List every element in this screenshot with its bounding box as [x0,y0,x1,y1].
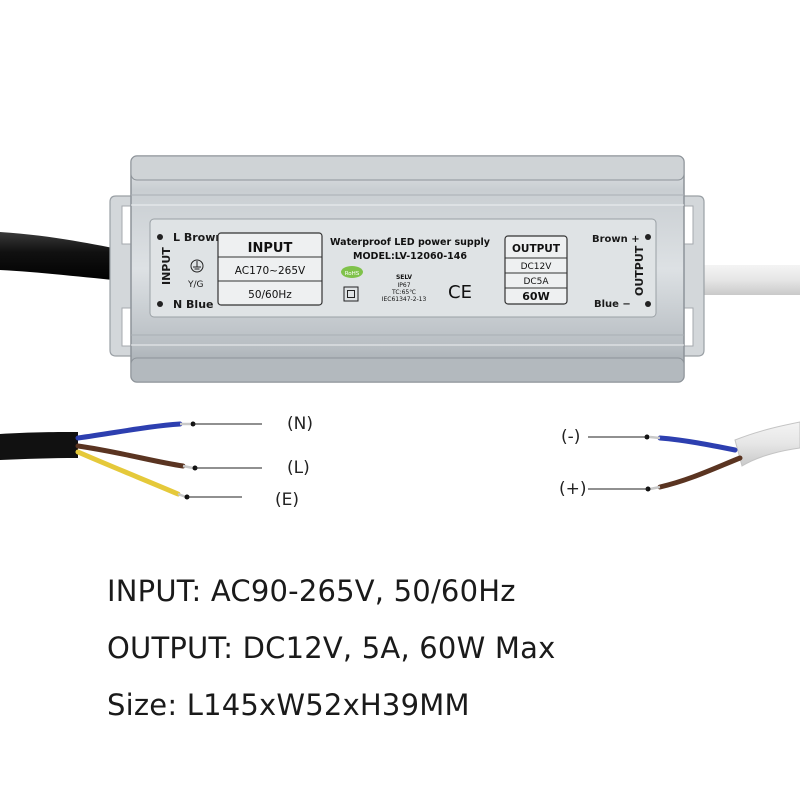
input-box-frequency: 50/60Hz [248,289,292,301]
model-text: MODEL:LV-12060-146 [353,251,467,262]
input-side-text: INPUT [160,247,173,285]
rohs-badge [341,266,363,278]
ground-icon [190,259,204,273]
selv-text: SELV [396,274,412,281]
rohs-text: RoHS [345,271,360,277]
spec-size: Size: L145xW52xH39MM [107,688,470,722]
product-title: Waterproof LED power supply [330,237,491,248]
screw-dot-icon [645,234,651,240]
input-box [217,232,323,306]
double-insulation-icon [343,286,359,302]
output-side-text: OUTPUT [633,245,646,296]
output-box-title: OUTPUT [512,243,561,255]
housing [130,155,685,383]
output-box-power: 60W [522,290,549,303]
l-brown-text: L Brown [173,231,223,244]
output-box-current: DC5A [523,277,549,287]
input-box-voltage: AC170~265V [235,265,306,277]
spec-input: INPUT: AC90-265V, 50/60Hz [107,574,516,608]
output-box-voltage: DC12V [521,262,553,272]
input-cable [0,232,135,282]
power-supply-illustration: INPUT L Brown N Blue Y/G INPUT AC170~265… [0,155,800,500]
ground-text: Y/G [187,280,204,290]
ip-text: IP67 [397,282,410,289]
tc-text: TC:65℃ [391,289,416,296]
wire-label-l: (L) [287,458,310,478]
input-box-title: INPUT [248,241,293,256]
screw-dot-icon [157,301,163,307]
spec-output: OUTPUT: DC12V, 5A, 60W Max [107,631,556,665]
blue-minus-text: Blue − [594,299,631,310]
screw-dot-icon [645,301,651,307]
output-wires [588,421,800,492]
wire-label-minus: (-) [561,427,581,447]
standard-text: IEC61347-2-13 [382,296,427,303]
wire-label-e: (E) [275,490,300,510]
wire-label-plus: (+) [559,479,587,499]
n-blue-text: N Blue [173,298,213,311]
wire-label-n: (N) [287,414,313,434]
label-panel: INPUT L Brown N Blue Y/G INPUT AC170~265… [157,231,651,311]
screw-dot-icon [157,234,163,240]
output-box [504,235,568,305]
ce-mark: CE [448,282,472,303]
brown-plus-text: Brown + [592,234,640,245]
input-wires [0,421,262,500]
